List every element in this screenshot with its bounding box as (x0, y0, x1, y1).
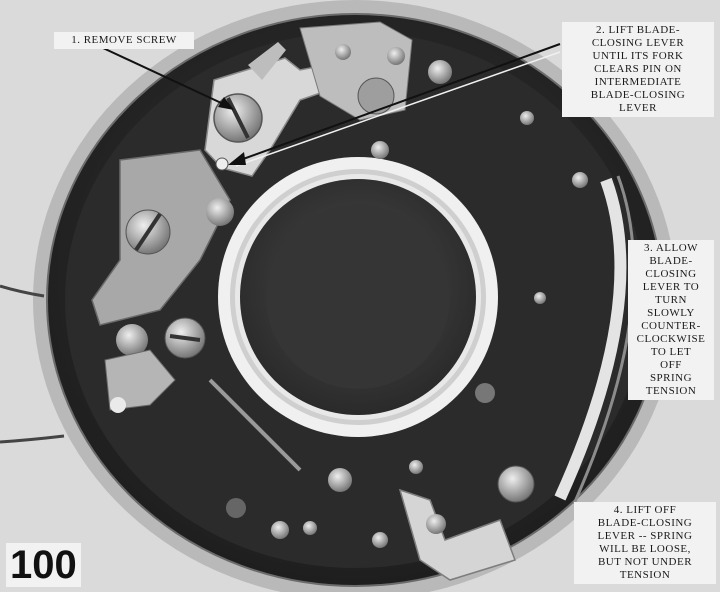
callout-1-text: REMOVE SCREW (83, 34, 177, 46)
callout-2-leader-a (231, 43, 561, 164)
callout-2-line-4: INTERMEDIATE (594, 76, 682, 88)
upper-lever-arm (248, 42, 286, 80)
callout-2-leader-b (235, 51, 561, 167)
top-right-pin (520, 111, 534, 125)
left-screw-bottom (116, 324, 148, 356)
lower-pin-3 (271, 521, 289, 539)
cable-upper (0, 284, 45, 298)
callout-4-line-0: LIFT OFF (626, 504, 677, 516)
left-pin-bottom (110, 397, 126, 413)
callout-4-line-3: WILL BE LOOSE, (599, 543, 691, 555)
lever-screw-slot (226, 97, 250, 139)
callout-4-step: 4. (613, 504, 624, 516)
callout-3-line-9: OFF (660, 359, 682, 371)
callout-2-line-5: BLADE-CLOSING (590, 89, 686, 101)
callout-2-step: 2. (595, 24, 606, 36)
callout-3-line-7: CLOCKWISE (636, 333, 706, 345)
top-screw-2 (387, 47, 405, 65)
callout-3-line-2: CLOSING (645, 268, 697, 280)
callout-3-step: 3. (643, 242, 654, 254)
callout-2-line-1: CLOSING LEVER (591, 37, 685, 49)
callout-1-step: 1. (71, 34, 81, 46)
callout-4: 4. LIFT OFF BLADE-CLOSING LEVER -- SPRIN… (574, 502, 716, 584)
callout-1-leader (102, 47, 233, 109)
top-screw-1 (335, 44, 351, 60)
left-screw-lower-slot (169, 334, 201, 342)
callout-2-line-3: CLEARS PIN ON (594, 63, 682, 75)
top-pin (371, 141, 389, 159)
right-pin-1 (572, 172, 588, 188)
callout-2-line-2: UNTIL ITS FORK (592, 50, 684, 62)
callout-2-arrowhead (228, 152, 246, 165)
bottom-lever-screw (426, 514, 446, 534)
fork-pin (215, 157, 229, 171)
left-screw-slot (134, 212, 162, 252)
right-pin-2 (534, 292, 546, 304)
top-gear (357, 77, 395, 115)
lower-right-screw (497, 465, 535, 503)
cable-lower (0, 434, 65, 444)
lens-inner-shadow (266, 205, 450, 389)
callout-3-line-11: TENSION (645, 385, 697, 397)
arc-slot (554, 177, 627, 501)
top-screw-3 (428, 60, 452, 84)
callout-3-line-8: TO LET (650, 346, 692, 358)
lower-pin-2 (409, 460, 423, 474)
callout-2-line-6: LEVER (619, 102, 657, 114)
figure-number: 100 (6, 543, 81, 587)
callout-3-line-1: BLADE- (649, 255, 693, 267)
callout-3-line-10: SPRING (649, 372, 693, 384)
callout-3-line-6: COUNTER- (641, 320, 701, 332)
callout-2: 2. LIFT BLADE- CLOSING LEVER UNTIL ITS F… (562, 22, 714, 117)
right-pin-3 (475, 383, 495, 403)
callout-4-line-1: BLADE-CLOSING (597, 517, 693, 529)
callout-3-line-3: LEVER TO (642, 281, 700, 293)
callout-3-line-0: ALLOW (655, 242, 699, 254)
lower-rod (208, 378, 302, 472)
callout-3-line-5: SLOWLY (647, 307, 695, 319)
callout-4-line-5: TENSION (619, 569, 671, 581)
callout-1-arrowhead (218, 97, 234, 110)
callout-4-line-2: LEVER -- SPRING (597, 530, 693, 542)
callout-1: 1. REMOVE SCREW (54, 32, 194, 49)
callout-4-line-4: BUT NOT UNDER (597, 556, 693, 568)
callout-3: 3. ALLOW BLADE- CLOSING LEVER TO TURN SL… (628, 240, 714, 400)
lower-pin-6 (226, 498, 246, 518)
lower-pin-4 (303, 521, 317, 535)
callout-2-line-0: LIFT BLADE- (608, 24, 681, 36)
left-bracket (104, 349, 176, 411)
lower-pin-5 (372, 532, 388, 548)
lower-pin-1 (328, 468, 352, 492)
bottom-lever (398, 488, 516, 581)
left-screw-small (206, 198, 234, 226)
callout-3-line-4: TURN (655, 294, 687, 306)
